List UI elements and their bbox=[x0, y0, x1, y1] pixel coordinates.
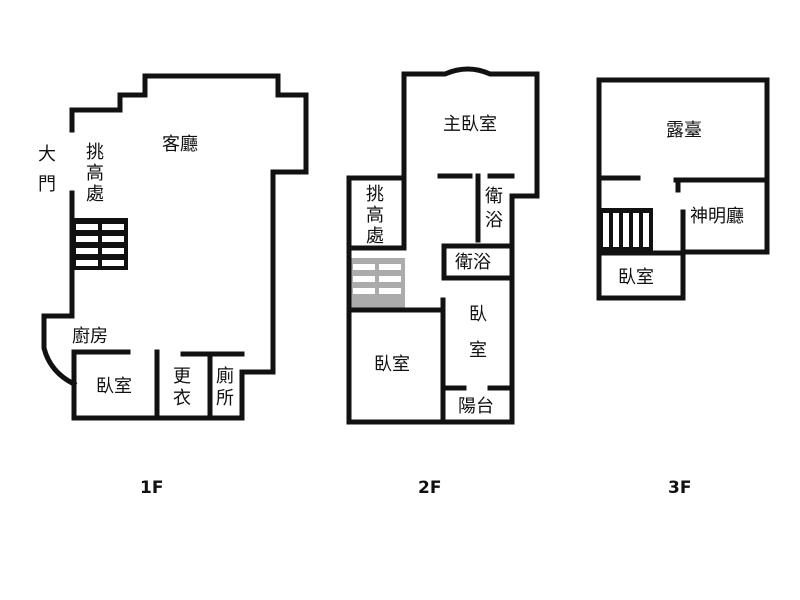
2f-void-label-2: 高 bbox=[366, 205, 384, 226]
2f-bedroom-right-label-1: 臥 bbox=[469, 304, 487, 325]
1f-void-label-3: 處 bbox=[86, 184, 104, 205]
2f-void-label-3: 處 bbox=[366, 226, 384, 247]
1f-stairs bbox=[72, 218, 128, 270]
3f-floor-label: 3F bbox=[668, 478, 691, 498]
floor-1f: 大 門 挑 高 處 客廳 廚房 臥室 更 衣 廁 所 1F bbox=[38, 73, 309, 498]
1f-entrance-label-1: 大 bbox=[38, 144, 56, 165]
floor-2f: 主臥室 挑 高 處 衛 浴 衛浴 臥 室 臥室 陽台 2F bbox=[346, 66, 540, 498]
2f-master-bedroom-label: 主臥室 bbox=[443, 114, 497, 135]
2f-void-label-1: 挑 bbox=[366, 184, 384, 205]
2f-outer-wall bbox=[346, 66, 540, 425]
3f-shrine-room-label: 神明廳 bbox=[690, 206, 744, 227]
3f-stairs bbox=[599, 208, 653, 252]
2f-floor-label: 2F bbox=[418, 478, 441, 498]
2f-bath1-label-1: 衛 bbox=[485, 186, 503, 207]
2f-bath1-label-2: 浴 bbox=[485, 210, 503, 231]
1f-dressing-label-1: 更 bbox=[173, 366, 191, 387]
1f-void-label-1: 挑 bbox=[86, 142, 104, 163]
2f-bedroom-left-label: 臥室 bbox=[374, 354, 410, 375]
1f-bedroom-label: 臥室 bbox=[96, 376, 132, 397]
1f-kitchen-label: 廚房 bbox=[72, 325, 108, 347]
3f-bedroom-label: 臥室 bbox=[618, 267, 654, 288]
1f-outer-wall bbox=[69, 73, 309, 421]
1f-entrance-label-2: 門 bbox=[38, 174, 56, 195]
1f-living-room-label: 客廳 bbox=[162, 134, 198, 155]
floor-3f: 露臺 神明廳 臥室 3F bbox=[596, 77, 770, 498]
1f-kitchen-wall bbox=[41, 313, 78, 388]
1f-toilet-label-1: 廁 bbox=[216, 365, 234, 387]
1f-dressing-label-2: 衣 bbox=[173, 388, 191, 409]
3f-terrace-label: 露臺 bbox=[666, 120, 702, 141]
1f-toilet-label-2: 所 bbox=[216, 388, 234, 409]
2f-stairs bbox=[349, 258, 405, 308]
1f-floor-label: 1F bbox=[140, 478, 163, 498]
2f-bedroom-right-label-2: 室 bbox=[469, 340, 487, 361]
2f-bath2-label: 衛浴 bbox=[455, 252, 491, 273]
2f-balcony-label: 陽台 bbox=[458, 396, 494, 417]
1f-void-label-2: 高 bbox=[86, 163, 104, 184]
